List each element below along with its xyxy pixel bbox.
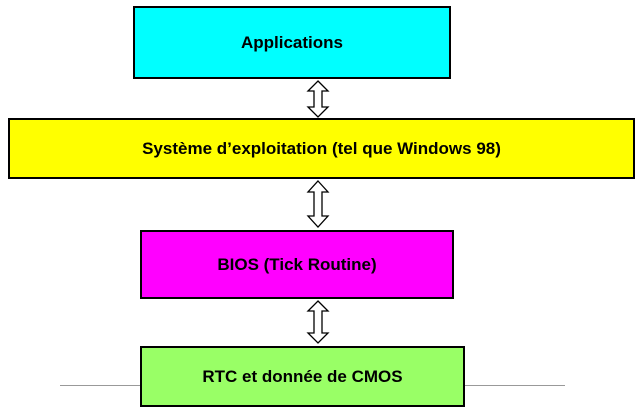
operating-system-box: Système d’exploitation (tel que Windows … <box>8 118 635 179</box>
rtc-cmos-box: RTC et donnée de CMOS <box>140 346 465 407</box>
applications-label: Applications <box>240 32 343 52</box>
double-arrow-icon <box>306 80 330 118</box>
baseline-rule-right <box>465 385 565 386</box>
bios-box: BIOS (Tick Routine) <box>140 230 454 299</box>
double-arrow-icon <box>306 300 330 344</box>
baseline-rule-left <box>60 385 140 386</box>
applications-box: Applications <box>133 6 451 79</box>
operating-system-label: Système d’exploitation (tel que Windows … <box>142 138 501 158</box>
rtc-cmos-label: RTC et donnée de CMOS <box>202 366 403 386</box>
bios-label: BIOS (Tick Routine) <box>217 254 377 274</box>
double-arrow-icon <box>306 180 330 228</box>
